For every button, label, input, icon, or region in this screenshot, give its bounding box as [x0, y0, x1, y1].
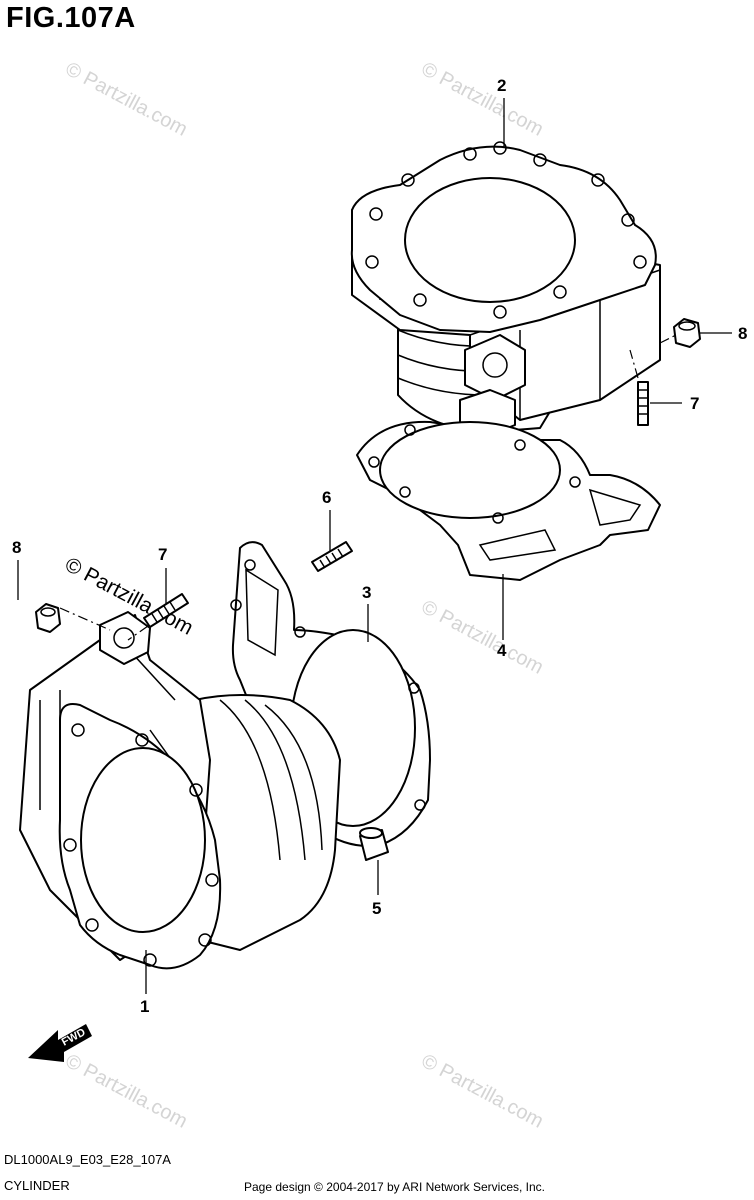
- install-line: [127, 625, 149, 641]
- callout-7: 7: [158, 545, 168, 564]
- callout-8: 8: [738, 324, 748, 343]
- install-line: [659, 334, 677, 344]
- part-7-stud-bolt-front: [143, 593, 189, 628]
- part-5-dowel-pin: [359, 827, 389, 861]
- callout-8: 8: [12, 538, 22, 557]
- part-7-stud-bolt-rear: [637, 381, 649, 426]
- part-8-nut-front: [35, 603, 61, 633]
- callout-4: 4: [497, 641, 507, 660]
- part-4-rear-base-gasket: [356, 420, 661, 581]
- callout-7: 7: [690, 394, 700, 413]
- install-line: [59, 607, 111, 631]
- model-code: DL1000AL9_E03_E28_107A: [4, 1152, 171, 1167]
- install-line: [629, 349, 639, 379]
- callout-2: 2: [497, 76, 507, 95]
- figure-title: FIG.107A: [6, 2, 136, 34]
- part-2-rear-cylinder: [350, 141, 661, 436]
- callout-3: 3: [362, 583, 372, 602]
- part-1-front-cylinder: [19, 611, 341, 970]
- part-6-stud-bolt: [311, 541, 353, 572]
- part-group-name: CYLINDER: [4, 1178, 70, 1193]
- callout-6: 6: [322, 488, 332, 507]
- page-credit: Page design © 2004-2017 by ARI Network S…: [244, 1180, 546, 1194]
- callout-5: 5: [372, 899, 382, 918]
- fwd-arrow-icon: [28, 1024, 92, 1062]
- part-8-nut-rear: [673, 318, 701, 348]
- callout-1: 1: [140, 997, 150, 1016]
